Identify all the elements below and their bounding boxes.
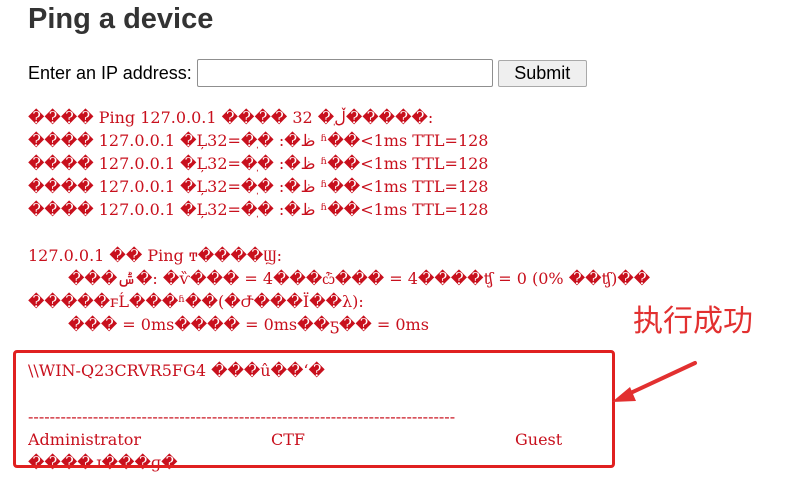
- ping-header-line: ���� Ping 127.0.0.1 ���� 32 �ֽڵ�����:: [28, 108, 434, 127]
- accounts-row: Administrator CTF Guest: [28, 428, 793, 451]
- account-ctf: CTF: [271, 430, 306, 449]
- ip-address-input[interactable]: [196, 59, 493, 87]
- ping-reply-line: ���� 127.0.0.1 �Ļظ�: �ֽ�=32 ʱ��<1ms TTL=…: [28, 200, 489, 219]
- command-output: ���� Ping 127.0.0.1 ���� 32 �ֽڵ�����: ��…: [28, 106, 793, 474]
- ping-stats-header: 127.0.0.1 �� Ping ͳ����Ϣ:: [28, 246, 282, 265]
- user-accounts-header: \\WIN-Q23CRVR5FG4 ���û��ʻ�: [28, 361, 325, 380]
- ip-address-label: Enter an IP address:: [28, 62, 192, 83]
- account-administrator: Administrator: [28, 430, 142, 449]
- divider-line: ----------------------------------------…: [28, 407, 456, 426]
- annotation-arrow-icon: [612, 361, 697, 402]
- rtt-header: �����г̵Ĺ���ʱ��(�Ժ���Ϊ��λ):: [28, 292, 364, 311]
- page-title: Ping a device: [28, 3, 214, 35]
- submit-button[interactable]: Submit: [497, 59, 587, 87]
- highlight-box: [13, 350, 615, 468]
- annotation-text: 执行成功: [633, 304, 753, 339]
- account-guest: Guest: [515, 430, 563, 449]
- ping-stats-packets: ���ݰ�: �ѷ��� = 4���ѽ��� = 4����ʧ = 0 (0%…: [68, 269, 651, 288]
- ping-reply-line: ���� 127.0.0.1 �Ļظ�: �ֽ�=32 ʱ��<1ms TTL=…: [28, 154, 489, 173]
- ping-reply-line: ���� 127.0.0.1 �Ļظ�: �ֽ�=32 ʱ��<1ms TTL=…: [28, 177, 489, 196]
- blank-line: [28, 221, 793, 244]
- ping-form: Enter an IP address: Submit: [28, 58, 587, 88]
- ping-reply-line: ���� 127.0.0.1 �Ļظ�: �ֽ�=32 ʱ��<1ms TTL=…: [28, 131, 489, 150]
- rtt-values: ��� = 0ms���� = 0ms��ƽ�� = 0ms: [68, 315, 429, 334]
